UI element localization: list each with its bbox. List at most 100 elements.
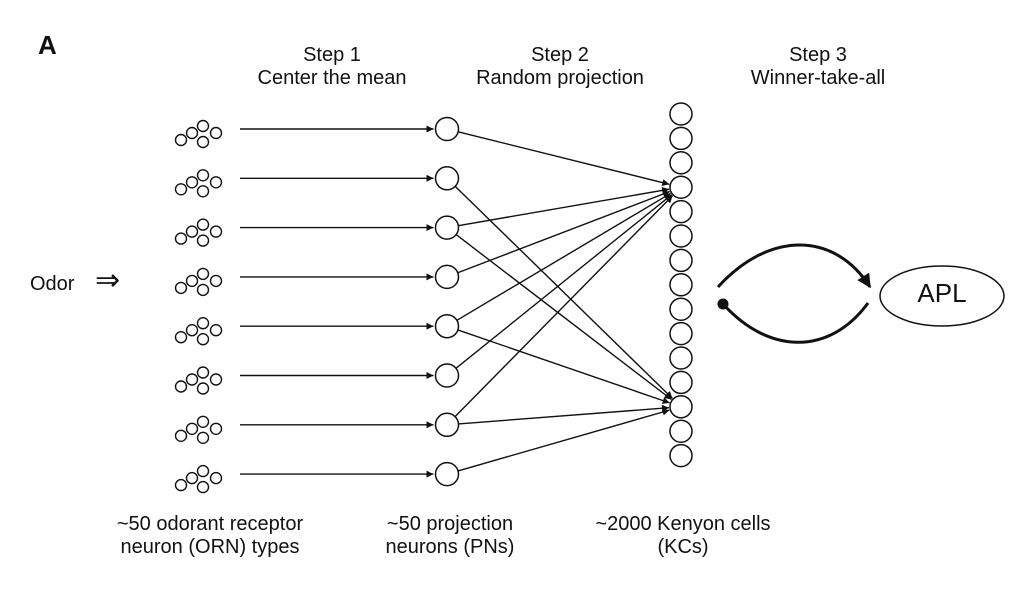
orn-cluster: [174, 119, 223, 149]
orn-neuron: [196, 464, 210, 478]
orn-neuron: [196, 382, 210, 395]
orn-caption-line-2: neuron (ORN) types: [120, 536, 300, 558]
orn-neuron: [209, 324, 223, 337]
orn-neuron: [196, 366, 210, 379]
step-2-subtitle: Random projection: [476, 67, 644, 89]
pn-node: [434, 363, 460, 388]
pn-node: [434, 264, 460, 290]
pn-node: [434, 313, 460, 339]
orn-neuron: [196, 169, 210, 182]
orn-neuron: [185, 225, 199, 238]
orn-cluster: [174, 415, 223, 444]
orn-caption-line-1: ~50 odorant receptor: [116, 513, 304, 535]
kc-caption-line-2: (KCs): [657, 536, 709, 558]
pn-layer: [434, 116, 460, 487]
apl-node: [879, 265, 1005, 327]
orn-neuron: [209, 274, 223, 288]
kc-node: [669, 199, 693, 224]
step-2-title: Step 2: [531, 44, 589, 66]
orn-neuron: [196, 415, 210, 428]
step-2-header: Step 2 Random projection: [455, 44, 665, 90]
step-3-header: Step 3 Winner-take-all: [718, 44, 918, 90]
orn-neuron: [185, 324, 199, 337]
odor-label: Odor: [30, 273, 75, 295]
kc-caption-line-1: ~2000 Kenyon cells: [595, 513, 771, 535]
orn-neuron: [185, 471, 199, 485]
orn-neuron: [185, 176, 199, 189]
orn-neuron: [209, 422, 223, 435]
orn-cluster: [174, 169, 223, 198]
pn-kc-arrow: [458, 404, 670, 425]
kc-node: [669, 346, 693, 370]
kc-caption: ~2000 Kenyon cells (KCs): [583, 513, 783, 559]
orn-neuron: [196, 317, 210, 330]
orn-neuron: [196, 267, 210, 281]
orn-neuron: [209, 471, 223, 485]
pn-node: [434, 412, 460, 438]
orn-neuron: [196, 119, 210, 133]
orn-neuron: [174, 331, 188, 344]
step-1-title: Step 1: [303, 44, 361, 66]
step-3-title: Step 3: [789, 44, 847, 66]
pn-node: [434, 215, 460, 240]
orn-cluster: [174, 317, 223, 346]
pn-node: [434, 116, 460, 142]
kc-node: [669, 151, 693, 175]
kc-node: [669, 370, 693, 395]
pn-kc-arrow: [457, 190, 671, 274]
orn-to-pn-connections: [240, 125, 434, 478]
orn-layer: [174, 119, 223, 494]
orn-neuron: [174, 281, 188, 295]
kc-node: [669, 443, 693, 468]
orn-neuron: [196, 185, 210, 198]
pn-caption: ~50 projection neurons (PNs): [360, 513, 540, 559]
orn-neuron: [174, 183, 188, 196]
orn-neuron: [209, 373, 223, 386]
panel-letter: A: [38, 30, 57, 60]
orn-neuron: [196, 283, 210, 297]
orn-neuron: [196, 234, 210, 247]
kc-to-apl-arrow: [716, 243, 872, 289]
pn-caption-line-2: neurons (PNs): [385, 536, 515, 558]
pn-kc-arrow: [458, 186, 670, 227]
orn-neuron: [196, 333, 210, 346]
step-3-subtitle: Winner-take-all: [750, 67, 886, 89]
orn-neuron: [185, 126, 199, 140]
orn-cluster: [174, 464, 223, 494]
orn-neuron: [174, 429, 188, 442]
orn-neuron: [196, 480, 210, 494]
pn-kc-arrow: [456, 192, 672, 321]
pn-kc-arrow: [457, 408, 670, 472]
kc-layer: [669, 102, 693, 468]
orn-neuron: [209, 225, 223, 238]
pn-node: [434, 166, 460, 191]
orn-cluster: [174, 218, 223, 247]
orn-neuron: [174, 380, 188, 393]
orn-neuron: [174, 133, 188, 147]
pn-to-kc-connections: [454, 131, 674, 472]
pn-kc-arrow: [457, 131, 670, 187]
orn-neuron: [196, 431, 210, 444]
kc-node: [669, 248, 693, 273]
orn-cluster: [174, 267, 223, 297]
pn-node: [434, 461, 460, 487]
orn-neuron: [196, 135, 210, 149]
kc-node: [669, 102, 693, 126]
orn-neuron: [174, 478, 188, 492]
orn-neuron: [196, 218, 210, 231]
apl-to-kc-inhibition: [722, 302, 870, 344]
pn-kc-arrow: [454, 185, 673, 399]
orn-caption: ~50 odorant receptor neuron (ORN) types: [90, 513, 330, 559]
orn-cluster: [174, 366, 223, 395]
kc-node: [669, 273, 693, 297]
orn-neuron: [209, 126, 223, 140]
orn-neuron: [209, 176, 223, 189]
orn-neuron: [185, 274, 199, 288]
inhibition-dot: [717, 298, 729, 310]
pn-kc-arrow: [457, 329, 670, 404]
step-1-header: Step 1 Center the mean: [232, 44, 432, 90]
pn-kc-arrow: [455, 234, 672, 401]
odor-input-arrow: ⇒: [95, 264, 121, 297]
kc-node: [669, 297, 693, 321]
